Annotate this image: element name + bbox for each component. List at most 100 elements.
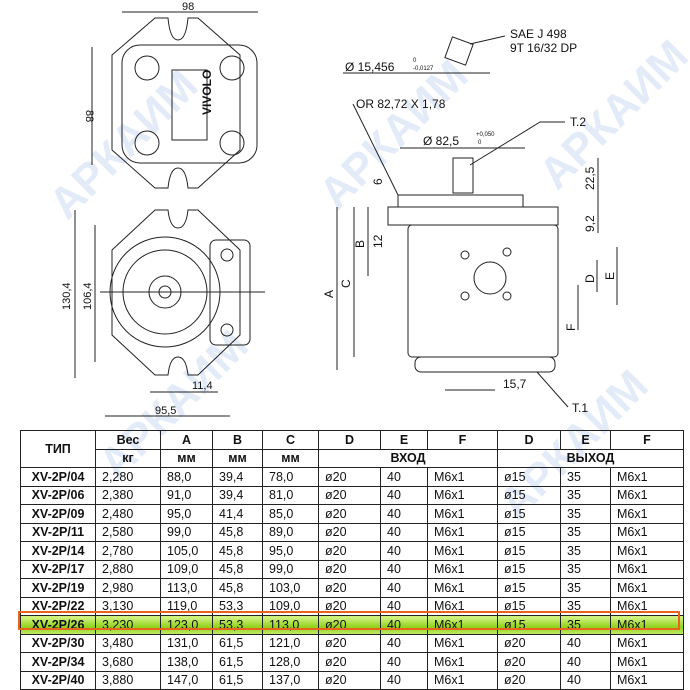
dim-c: C	[339, 279, 353, 288]
col-outlet-d: D	[497, 430, 561, 450]
table-cell: 40	[380, 578, 428, 598]
table-cell: 35	[560, 485, 611, 505]
dim-e: E	[603, 272, 617, 280]
technical-drawing: 98 88 VIVOLO 130,4 106,4 11,4 95,5 SAE J…	[61, 1, 618, 417]
table-cell: ø15	[497, 522, 561, 542]
table-cell: 91,0	[160, 485, 213, 505]
table-cell: ø20	[497, 670, 561, 690]
table-cell: 40	[560, 633, 611, 653]
dim-130: 130,4	[61, 282, 73, 310]
dim-f: F	[564, 324, 578, 331]
table-cell: 2,280	[95, 467, 161, 487]
table-cell: 119,0	[160, 596, 213, 616]
table-cell: 128,0	[262, 652, 319, 672]
table-cell: 2,980	[95, 578, 161, 598]
table-cell: XV-2P/22	[20, 596, 96, 616]
table-cell: 2,580	[95, 522, 161, 542]
table-cell: 95,0	[262, 541, 319, 561]
table-cell: 53,3	[212, 596, 263, 616]
table-cell: 35	[560, 578, 611, 598]
table-cell: ø20	[318, 652, 381, 672]
table-cell: M6x1	[427, 485, 498, 505]
unit-weight: кг	[95, 448, 161, 468]
table-cell: 40	[380, 504, 428, 524]
dim-6: 6	[371, 178, 385, 185]
table-cell: 40	[560, 652, 611, 672]
col-weight: Вес	[95, 430, 161, 450]
table-cell: 40	[380, 615, 428, 635]
spline-spec: 9T 16/32 DP	[510, 41, 577, 55]
dim-d: D	[583, 274, 597, 283]
table-cell: 3,680	[95, 652, 161, 672]
table-cell: M6x1	[610, 578, 684, 598]
table-cell: 45,8	[212, 522, 263, 542]
table-cell: 35	[560, 467, 611, 487]
table-cell: 40	[380, 541, 428, 561]
table-cell: 40	[380, 633, 428, 653]
table-cell: XV-2P/19	[20, 578, 96, 598]
table-cell: 137,0	[262, 670, 319, 690]
table-cell: 39,4	[212, 485, 263, 505]
table-cell: M6x1	[610, 615, 684, 635]
dim-height: 88	[83, 110, 95, 122]
table-cell: 3,880	[95, 670, 161, 690]
shaft-tol-upper: 0	[413, 58, 417, 64]
table-cell: 109,0	[262, 596, 319, 616]
table-cell: ø15	[497, 615, 561, 635]
table-cell: ø15	[497, 559, 561, 579]
table-cell: 78,0	[262, 467, 319, 487]
col-b: B	[212, 430, 263, 450]
table-cell: 40	[380, 652, 428, 672]
table-cell: 40	[380, 467, 428, 487]
pilot-tol-lower: 0	[478, 140, 482, 146]
table-cell: XV-2P/06	[20, 485, 96, 505]
table-cell: 35	[560, 559, 611, 579]
table-cell: XV-2P/40	[20, 670, 96, 690]
table-cell: M6x1	[610, 652, 684, 672]
table-cell: 35	[560, 522, 611, 542]
col-a: A	[160, 430, 213, 450]
table-cell: 113,0	[262, 615, 319, 635]
unit-b: мм	[212, 448, 263, 468]
table-cell: M6x1	[610, 670, 684, 690]
table-cell: 113,0	[160, 578, 213, 598]
top-view: 98 88 VIVOLO	[83, 1, 258, 189]
shaft-diameter: Ø 15,456	[345, 60, 395, 74]
table-cell: 35	[560, 504, 611, 524]
dim-106: 106,4	[82, 282, 94, 310]
table-cell: ø20	[318, 633, 381, 653]
table-cell: XV-2P/30	[20, 633, 96, 653]
table-cell: 105,0	[160, 541, 213, 561]
table-cell: M6x1	[427, 652, 498, 672]
table-cell: 2,480	[95, 504, 161, 524]
table-cell: 89,0	[262, 522, 319, 542]
table-cell: XV-2P/34	[20, 652, 96, 672]
group-outlet: ВЫХОД	[497, 448, 684, 468]
shaft-tol-lower: -0,0127	[413, 66, 434, 72]
spline-standard: SAE J 498	[510, 27, 567, 41]
table-cell: 40	[380, 596, 428, 616]
table-cell: M6x1	[610, 467, 684, 487]
table-cell: 61,5	[212, 633, 263, 653]
table-cell: 85,0	[262, 504, 319, 524]
brand-logo: VIVOLO	[200, 70, 214, 115]
table-cell: 99,0	[160, 522, 213, 542]
table-cell: ø20	[318, 559, 381, 579]
table-cell: 3,480	[95, 633, 161, 653]
side-view: SAE J 498 9T 16/32 DP Ø 15,456 0 -0,0127…	[322, 27, 618, 415]
table-cell: ø15	[497, 541, 561, 561]
table-cell: ø15	[497, 596, 561, 616]
dim-a: A	[322, 290, 336, 298]
dim-95-5: 95,5	[155, 405, 176, 417]
unit-c: мм	[262, 448, 319, 468]
table-cell: M6x1	[610, 504, 684, 524]
table-cell: M6x1	[427, 615, 498, 635]
